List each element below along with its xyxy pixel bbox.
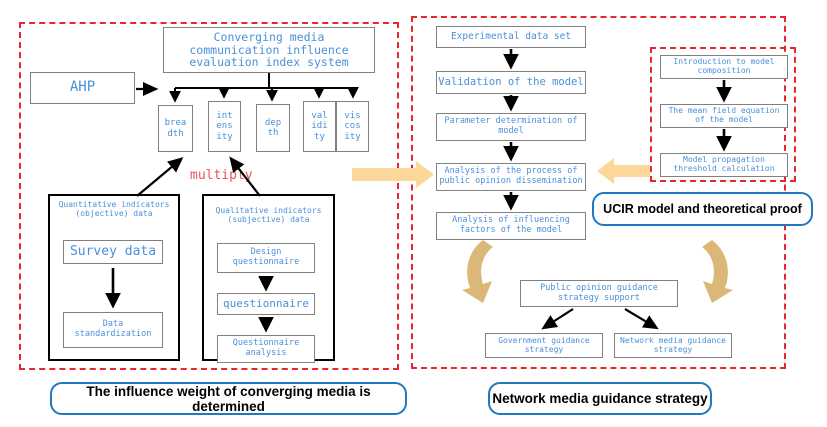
analysis-influencing-factors-box: Analysis of influencing factors of the m… — [436, 212, 586, 240]
quantitative-group-title: Quantitative indicators (objective) data — [58, 200, 170, 219]
experimental-data-set-box: Experimental data set — [436, 26, 586, 48]
design-questionnaire-box: Design questionnaire — [217, 243, 315, 273]
right-panel-caption: Network media guidance strategy — [488, 382, 712, 415]
ucir-model-caption: UCIR model and theoretical proof — [592, 192, 813, 226]
index-box-breadth: brea dth — [158, 105, 193, 152]
left-panel-caption: The influence weight of converging media… — [50, 382, 407, 415]
government-guidance-strategy-box: Government guidance strategy — [485, 333, 603, 358]
strategy-support-box: Public opinion guidance strategy support — [520, 280, 678, 307]
index-box-depth: dep th — [256, 104, 290, 152]
mean-field-equation-box: The mean field equation of the model — [660, 104, 788, 128]
questionnaire-box: questionnaire — [217, 293, 315, 315]
analysis-dissemination-process-box: Analysis of the process of public opinio… — [436, 163, 586, 191]
multiply-label: multiply — [190, 168, 253, 183]
validation-of-model-box: Validation of the model — [436, 71, 586, 94]
index-box-intensity: int ens ity — [208, 101, 241, 152]
model-composition-box: Introduction to model composition — [660, 55, 788, 79]
propagation-threshold-box: Model propagation threshold calculation — [660, 153, 788, 177]
survey-data-box: Survey data — [63, 240, 163, 264]
questionnaire-analysis-box: Questionnaire analysis — [217, 335, 315, 363]
index-box-viscosity: vis cos ity — [336, 101, 369, 152]
root-index-system-box: Converging media communication influence… — [163, 27, 375, 73]
ucir-model-region-frame — [650, 47, 796, 182]
parameter-determination-box: Parameter determination of model — [436, 113, 586, 141]
network-media-guidance-strategy-box: Network media guidance strategy — [614, 333, 732, 358]
data-standardization-box: Data standardization — [63, 312, 163, 348]
left-region-frame — [19, 22, 399, 370]
qualitative-group-title: Qualitative indicators (subjective) data — [215, 206, 322, 225]
index-box-validity: val idi ty — [303, 101, 336, 152]
ahp-box: AHP — [30, 72, 135, 104]
